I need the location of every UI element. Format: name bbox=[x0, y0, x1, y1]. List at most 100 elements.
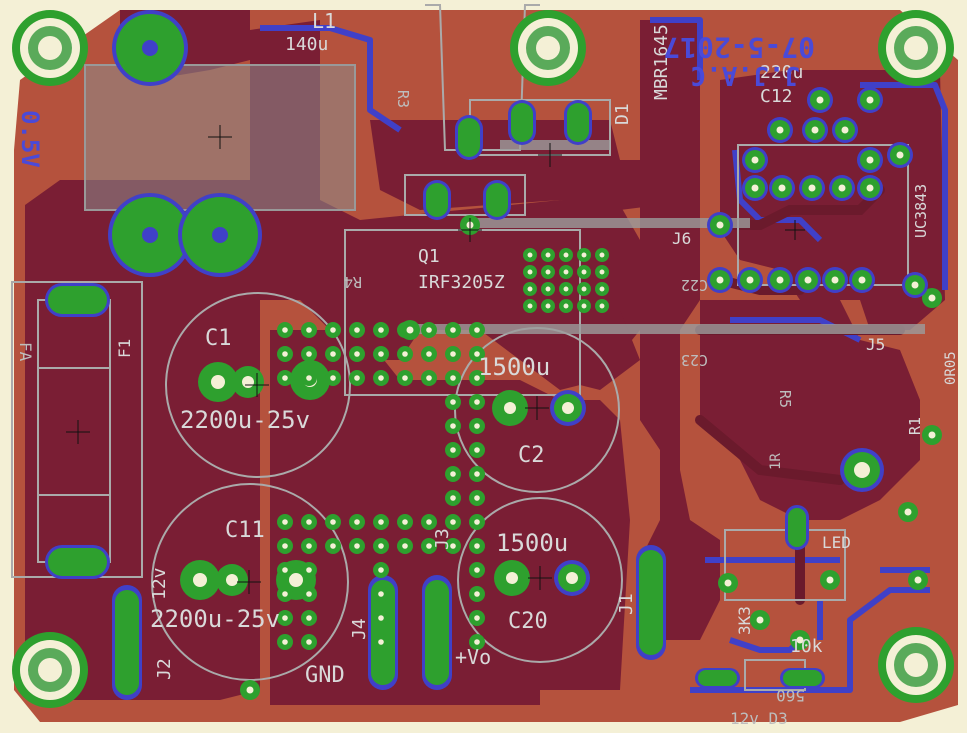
via-hole bbox=[563, 269, 569, 275]
via-hole bbox=[282, 351, 288, 357]
via-hole bbox=[378, 615, 384, 621]
via-hole bbox=[306, 639, 312, 645]
label-c12: C12 bbox=[760, 86, 793, 107]
via-hole bbox=[426, 519, 432, 525]
via-hole bbox=[306, 543, 312, 549]
via-hole bbox=[599, 269, 605, 275]
label-c1: C1 bbox=[205, 326, 232, 351]
label-l1: L1 bbox=[312, 9, 336, 33]
via-hole bbox=[306, 375, 312, 381]
via-hole bbox=[306, 519, 312, 525]
label-d1-part: MBR1645 bbox=[651, 24, 672, 100]
bottom-traces bbox=[260, 17, 948, 693]
via-hole bbox=[527, 269, 533, 275]
via-hole bbox=[426, 375, 432, 381]
via-hole bbox=[426, 327, 432, 333]
label-j6: J6 bbox=[672, 229, 691, 248]
via-hole bbox=[330, 375, 336, 381]
via-hole bbox=[450, 543, 456, 549]
via-hole bbox=[306, 567, 312, 573]
via-hole bbox=[563, 303, 569, 309]
via-hole bbox=[599, 303, 605, 309]
label-j2: J2 bbox=[154, 658, 175, 680]
via-hole bbox=[866, 96, 874, 104]
via-hole bbox=[474, 495, 480, 501]
mounting-hole-top-right bbox=[878, 10, 954, 86]
via-hole bbox=[450, 375, 456, 381]
via-hole bbox=[581, 286, 587, 292]
via-hole bbox=[378, 351, 384, 357]
via-hole bbox=[354, 375, 360, 381]
via-hole bbox=[746, 276, 754, 284]
label-r1: R1 bbox=[906, 417, 924, 435]
via-hole bbox=[858, 276, 866, 284]
capacitor-c20-outline bbox=[457, 497, 623, 663]
via-hole bbox=[354, 519, 360, 525]
via-hole bbox=[426, 543, 432, 549]
label-c2-value: 1500u bbox=[478, 353, 550, 381]
via-hole bbox=[724, 579, 732, 587]
mounting-hole-top-mid bbox=[510, 10, 586, 86]
via-hole bbox=[563, 252, 569, 258]
via-hole bbox=[282, 519, 288, 525]
via-hole bbox=[716, 221, 724, 229]
via-hole bbox=[914, 576, 922, 584]
via-hole bbox=[756, 616, 764, 624]
via-hole bbox=[599, 252, 605, 258]
via-hole bbox=[831, 276, 839, 284]
via-hole bbox=[378, 519, 384, 525]
via-hole bbox=[474, 399, 480, 405]
via-hole bbox=[426, 351, 432, 357]
label-date: 07-5-2017 bbox=[663, 31, 815, 64]
label-c22: C22 bbox=[681, 276, 708, 294]
via-hole bbox=[474, 591, 480, 597]
via-hole bbox=[402, 375, 408, 381]
via-hole bbox=[354, 327, 360, 333]
via-hole bbox=[306, 591, 312, 597]
via-hole bbox=[811, 126, 819, 134]
label-j1: J1 bbox=[616, 593, 637, 615]
mounting-holes bbox=[12, 10, 954, 708]
via-hole bbox=[751, 184, 759, 192]
via-hole bbox=[808, 184, 816, 192]
label-c20: C20 bbox=[508, 609, 548, 634]
via-hole bbox=[450, 495, 456, 501]
via-hole bbox=[716, 276, 724, 284]
capacitor-c1-outline bbox=[165, 292, 351, 478]
via-hole bbox=[306, 327, 312, 333]
via-hole bbox=[826, 576, 834, 584]
via-hole bbox=[406, 326, 414, 334]
via-hole bbox=[378, 591, 384, 597]
via-hole bbox=[599, 286, 605, 292]
capacitor-pads bbox=[180, 360, 590, 600]
via-hole bbox=[474, 543, 480, 549]
via-hole bbox=[796, 636, 804, 644]
crosshairs bbox=[66, 125, 805, 594]
via-hole bbox=[330, 519, 336, 525]
label-q1: Q1 bbox=[418, 246, 440, 267]
via-hole bbox=[330, 543, 336, 549]
via-hole bbox=[563, 286, 569, 292]
via-hole bbox=[378, 543, 384, 549]
via-hole bbox=[402, 351, 408, 357]
fuse-pads bbox=[45, 283, 110, 579]
via-hole bbox=[778, 184, 786, 192]
label-initials: J.J.A.C bbox=[690, 60, 800, 90]
label-r-value: 1R bbox=[768, 453, 784, 470]
via-hole bbox=[450, 471, 456, 477]
via-hole bbox=[545, 286, 551, 292]
via-hole bbox=[474, 327, 480, 333]
large-pads bbox=[108, 10, 884, 492]
label-c2: C2 bbox=[518, 443, 545, 468]
via-hole bbox=[282, 639, 288, 645]
via-hole bbox=[450, 399, 456, 405]
small-pads bbox=[707, 87, 928, 298]
label-c23: C23 bbox=[681, 351, 708, 369]
via-hole bbox=[450, 327, 456, 333]
via-hole bbox=[928, 431, 936, 439]
label-l1-value: 140u bbox=[285, 34, 328, 55]
label-ic: UC3843 bbox=[912, 184, 930, 238]
jumper-bars bbox=[410, 140, 925, 334]
via-hole bbox=[282, 375, 288, 381]
via-hole bbox=[581, 252, 587, 258]
